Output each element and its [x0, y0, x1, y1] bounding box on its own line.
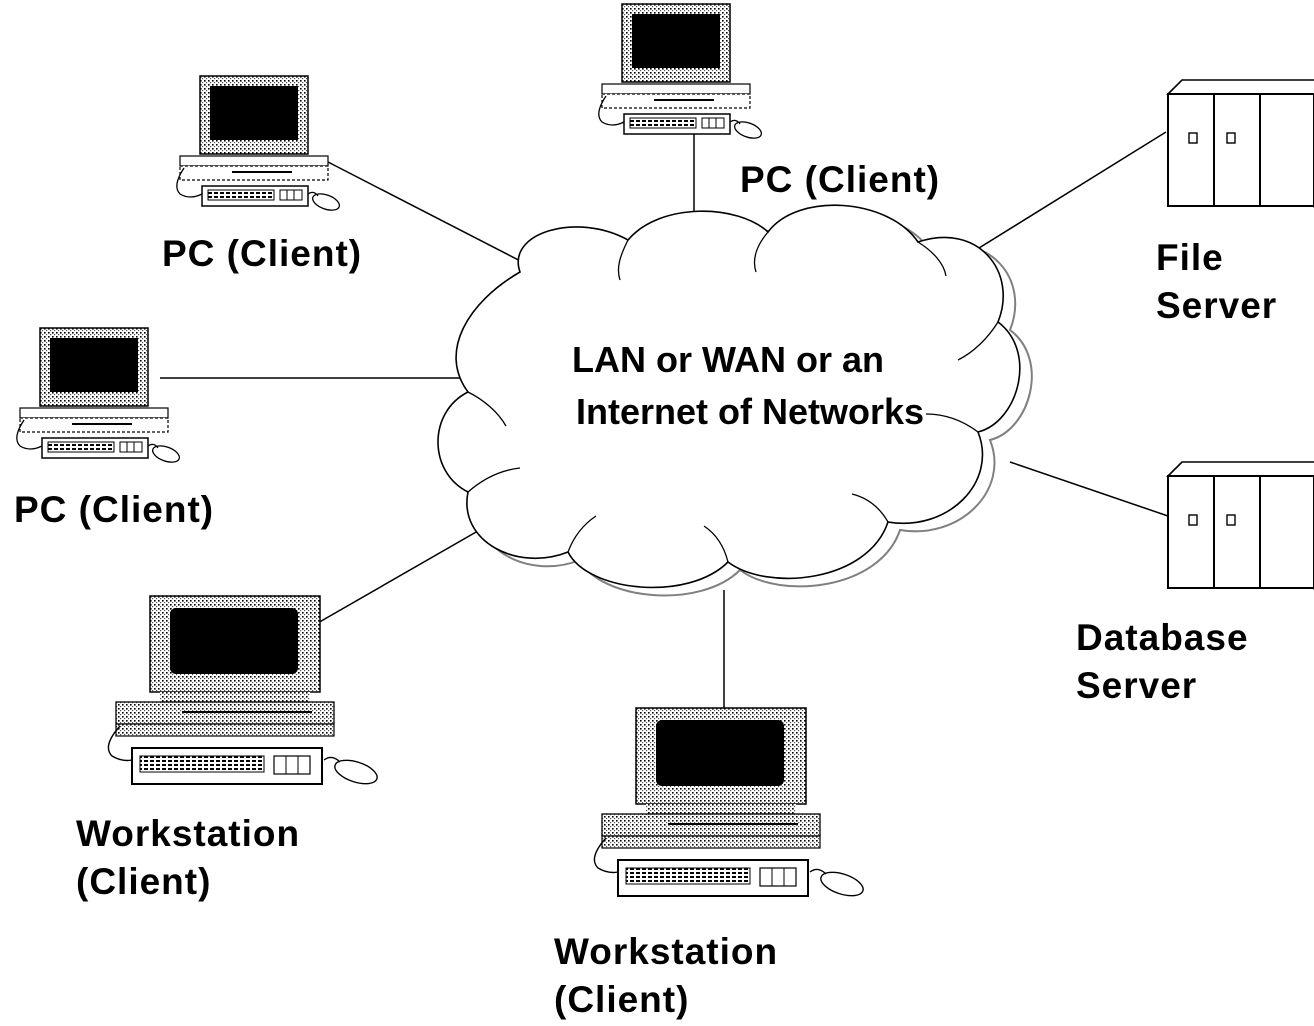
network-label: LAN or WAN or an Internet of Networks	[572, 334, 924, 438]
file-server-label: File Server	[1156, 234, 1277, 330]
workstation-bottom-label-line2: (Client)	[554, 979, 690, 1021]
workstation-bottom-icon	[593, 707, 868, 902]
workstation-left-icon	[107, 595, 382, 790]
database-server-label-line2: Server	[1076, 665, 1198, 707]
link-file-server	[949, 131, 1167, 267]
database-server-label-line1: Database	[1076, 617, 1249, 658]
pc-left-label: PC (Client)	[14, 489, 215, 530]
database-server-label: Database Server	[1076, 614, 1249, 710]
link-pc-upper-left	[327, 161, 535, 269]
pc-top-icon	[597, 3, 765, 143]
file-server-icon	[1167, 79, 1314, 207]
link-database-server	[1009, 461, 1169, 517]
network-label-line1: LAN or WAN or an	[572, 339, 884, 380]
workstation-left-label-line1: Workstation	[76, 813, 301, 854]
pc-top-label: PC (Client)	[740, 159, 941, 200]
network-label-line2: Internet of Networks	[576, 391, 925, 433]
pc-upper-left-icon	[175, 75, 343, 215]
cloud-icon	[437, 204, 1033, 597]
workstation-bottom-label: Workstation (Client)	[554, 928, 778, 1024]
pc-upper-left-label: PC (Client)	[162, 233, 363, 274]
workstation-left-label-line2: (Client)	[76, 861, 212, 903]
database-server-icon	[1167, 461, 1314, 589]
file-server-label-line2: Server	[1156, 285, 1278, 327]
workstation-left-label: Workstation (Client)	[76, 810, 300, 906]
workstation-bottom-label-line1: Workstation	[554, 931, 779, 972]
pc-left-icon	[15, 327, 183, 467]
link-workstation-left	[315, 515, 505, 625]
file-server-label-line1: File	[1156, 237, 1224, 278]
